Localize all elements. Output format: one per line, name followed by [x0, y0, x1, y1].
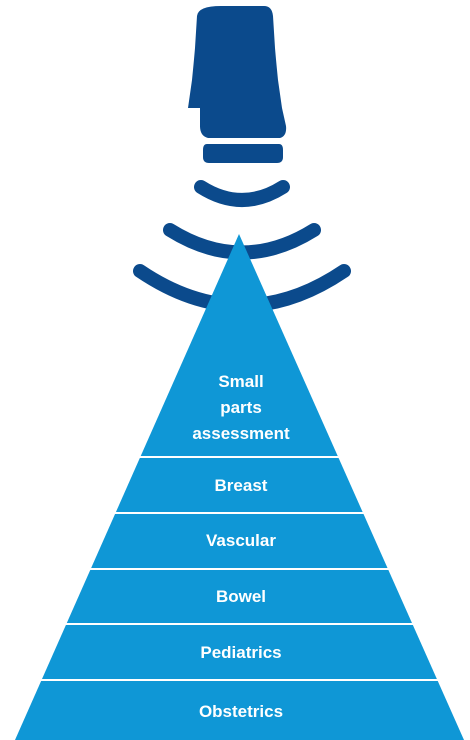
pyramid-level: Pediatrics — [200, 643, 281, 662]
pyramid-level: Vascular — [206, 531, 276, 550]
application-pyramid: Small parts assessmentBreastVascularBowelP… — [15, 234, 464, 740]
pyramid-level-label: parts — [220, 398, 262, 417]
ultrasound-probe-icon — [188, 6, 287, 163]
pyramid-level-label: Small — [218, 372, 263, 391]
pyramid-level: Bowel — [216, 587, 266, 606]
pyramid-level: Obstetrics — [199, 702, 283, 721]
pyramid-level-label: Vascular — [206, 531, 276, 550]
pyramid-dividers — [39, 456, 440, 681]
pyramid-labels: Small parts assessmentBreastVascularBowelP… — [192, 372, 290, 721]
wave-1 — [194, 180, 290, 207]
pyramid-level: Small parts assessment — [192, 372, 290, 443]
probe-head — [200, 108, 287, 138]
pyramid-level-label: Bowel — [216, 587, 266, 606]
pyramid-shape — [15, 234, 464, 740]
pyramid-level-label: assessment — [192, 424, 290, 443]
pyramid-level-label: Pediatrics — [200, 643, 281, 662]
probe-handle — [188, 6, 282, 108]
pyramid-level: Breast — [215, 476, 268, 495]
probe-base — [203, 144, 283, 163]
pyramid-level-label: Breast — [215, 476, 268, 495]
pyramid-level-label: Obstetrics — [199, 702, 283, 721]
